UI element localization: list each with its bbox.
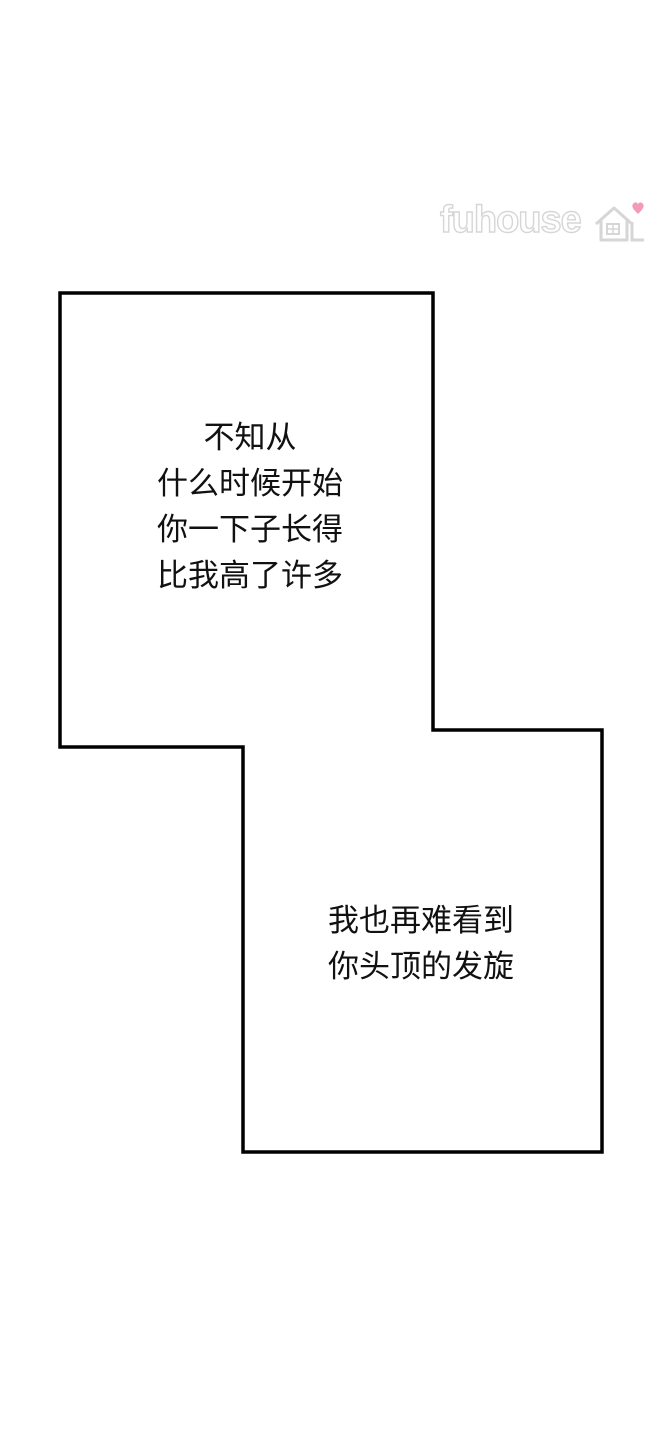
narration-caption-2: 我也再难看到 你头顶的发旋 xyxy=(296,898,546,990)
caption-line: 你一下子长得 xyxy=(157,512,343,548)
watermark-text: fuhouse xyxy=(439,199,582,241)
caption-line: 比我高了许多 xyxy=(157,558,343,594)
caption-line: 你头顶的发旋 xyxy=(328,949,514,985)
watermark: fuhouse xyxy=(439,196,650,248)
heart-icon xyxy=(632,202,644,214)
panel-border xyxy=(58,291,604,1154)
narration-caption-1: 不知从 什么时候开始 你一下子长得 比我高了许多 xyxy=(130,415,370,599)
caption-line: 不知从 xyxy=(203,420,297,456)
house-heart-icon xyxy=(595,202,644,242)
caption-line: 我也再难看到 xyxy=(328,903,514,939)
caption-line: 什么时候开始 xyxy=(157,466,343,502)
